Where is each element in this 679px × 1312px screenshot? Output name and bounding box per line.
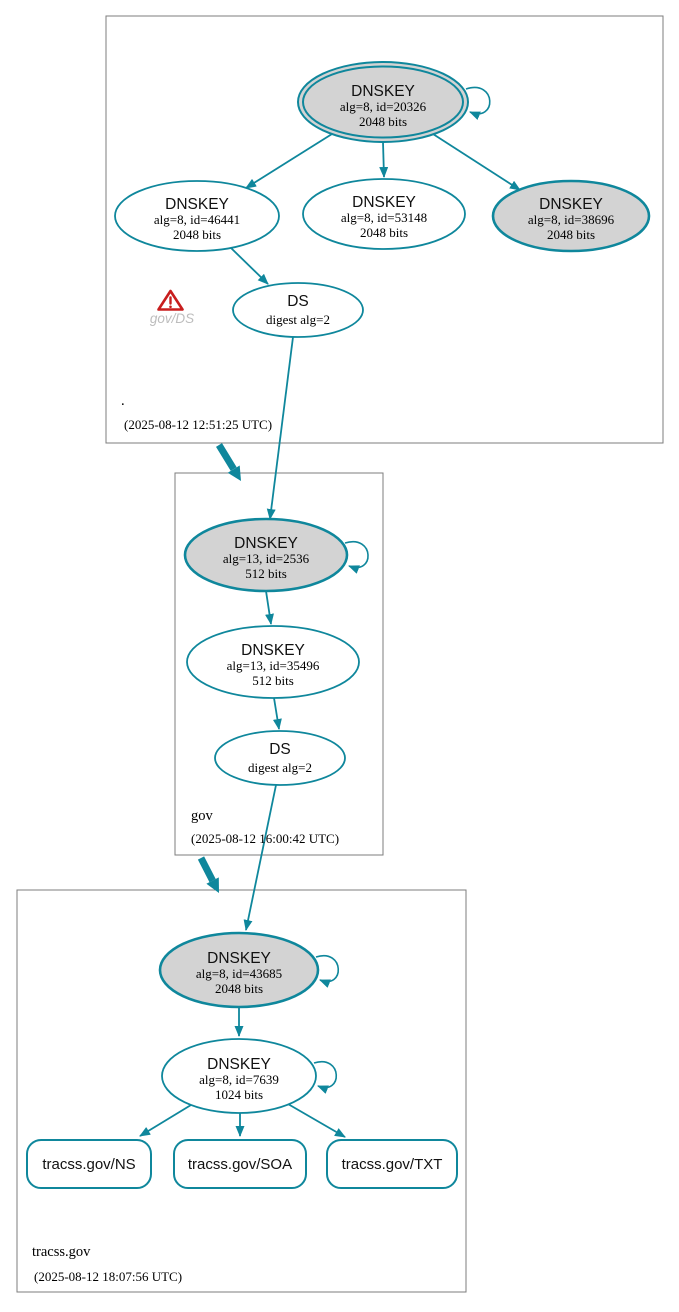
zone-box-tracss <box>16 889 467 1293</box>
node-title: DNSKEY <box>241 642 305 659</box>
node-title: DNSKEY <box>207 1056 271 1073</box>
edge-tracss-zsk-to-ns <box>139 1104 192 1137</box>
dnskey-node-root-ksk[interactable]: DNSKEY alg=8, id=20326 2048 bits <box>297 61 469 143</box>
edge-root-ksk-to-zsk2 <box>379 141 389 178</box>
node-alg: alg=8, id=20326 <box>340 99 427 114</box>
node-title: DNSKEY <box>351 83 415 100</box>
rrset-label: tracss.gov/SOA <box>188 1156 292 1173</box>
node-alg: alg=8, id=43685 <box>196 966 282 981</box>
node-alg: alg=13, id=2536 <box>223 551 310 566</box>
edge-root-ksk-to-zsk1 <box>245 133 333 189</box>
dnskey-ellipse <box>297 61 469 143</box>
node-alg: alg=8, id=46441 <box>154 212 240 227</box>
rrset-rect <box>326 1139 458 1189</box>
dnskey-ellipse <box>183 517 349 593</box>
warning-triangle-icon[interactable] <box>157 289 184 311</box>
dnskey-node-root-ksk2[interactable]: DNSKEY alg=8, id=38696 2048 bits <box>491 179 651 253</box>
node-bits: 2048 bits <box>359 114 407 129</box>
dnskey-node-root-zsk2[interactable]: DNSKEY alg=8, id=53148 2048 bits <box>302 178 466 250</box>
self-sign-loop-gov-ksk <box>344 540 369 574</box>
rrset-node-soa[interactable]: tracss.gov/SOA <box>173 1139 307 1189</box>
ds-ellipse <box>214 730 346 786</box>
dnskey-node-gov-zsk[interactable]: DNSKEY alg=13, id=35496 512 bits <box>186 625 360 699</box>
self-sign-loop-tracss-zsk <box>313 1060 338 1094</box>
ds-node-gov[interactable]: DS digest alg=2 <box>214 730 346 786</box>
self-sign-loop-tracss-ksk <box>315 954 340 988</box>
node-bits: 1024 bits <box>215 1087 263 1102</box>
warning-caption: gov/DS <box>150 311 194 326</box>
zone-name-root: . <box>121 393 125 409</box>
zone-timestamp-root: (2025-08-12 12:51:25 UTC) <box>124 417 272 432</box>
edge-root-zsk1-to-ds <box>230 247 269 285</box>
dnskey-node-root-zsk1[interactable]: DNSKEY alg=8, id=46441 2048 bits <box>114 180 280 252</box>
dnskey-ellipse <box>186 625 360 699</box>
rrset-label: tracss.gov/TXT <box>342 1156 443 1173</box>
edge-tracss-zsk-to-txt <box>287 1103 346 1138</box>
edge-gov-ds-to-tracss-ksk <box>243 784 277 931</box>
ds-node-root[interactable]: DS digest alg=2 <box>232 282 364 338</box>
delegation-arrow-gov-to-tracss <box>197 856 219 893</box>
rrset-node-ns[interactable]: tracss.gov/NS <box>26 1139 152 1189</box>
node-bits: 2048 bits <box>215 981 263 996</box>
node-bits: 512 bits <box>245 566 287 581</box>
self-sign-loop-root-ksk <box>465 86 491 120</box>
dnskey-node-tracss-zsk[interactable]: DNSKEY alg=8, id=7639 1024 bits <box>161 1038 317 1114</box>
zone-box-root <box>105 15 664 444</box>
edge-gov-zsk-to-ds <box>272 697 282 730</box>
dnskey-ellipse <box>114 180 280 252</box>
warning-dot <box>169 305 172 309</box>
delegation-arrow-root-to-gov <box>216 443 241 481</box>
node-bits: 2048 bits <box>173 227 221 242</box>
node-title: DNSKEY <box>207 950 271 967</box>
zone-timestamp-gov: (2025-08-12 16:00:42 UTC) <box>191 831 339 846</box>
rrset-node-txt[interactable]: tracss.gov/TXT <box>326 1139 458 1189</box>
node-title: DS <box>287 293 309 310</box>
rrset-rect <box>173 1139 307 1189</box>
dnskey-node-gov-ksk[interactable]: DNSKEY alg=13, id=2536 512 bits <box>183 517 349 593</box>
dnskey-ellipse <box>161 1038 317 1114</box>
node-title: DNSKEY <box>539 196 603 213</box>
node-alg: alg=8, id=38696 <box>528 212 615 227</box>
node-title: DS <box>269 741 291 758</box>
edge-root-ds-to-gov-ksk <box>266 336 294 520</box>
dnskey-node-tracss-ksk[interactable]: DNSKEY alg=8, id=43685 2048 bits <box>158 931 320 1009</box>
node-title: DNSKEY <box>234 535 298 552</box>
dnskey-ellipse-inner <box>302 65 464 139</box>
node-title: DNSKEY <box>352 194 416 211</box>
node-digest: digest alg=2 <box>266 312 330 327</box>
node-bits: 2048 bits <box>360 225 408 240</box>
zone-name-gov: gov <box>191 808 214 824</box>
edge-root-ksk-to-ksk2 <box>432 133 521 191</box>
dnskey-ellipse <box>491 179 651 253</box>
node-title: DNSKEY <box>165 196 229 213</box>
node-digest: digest alg=2 <box>248 760 312 775</box>
zone-box-gov <box>174 472 384 856</box>
ds-ellipse <box>232 282 364 338</box>
rrset-label: tracss.gov/NS <box>42 1156 135 1173</box>
zone-timestamp-tracss: (2025-08-12 18:07:56 UTC) <box>34 1269 182 1284</box>
edge-gov-ksk-to-zsk <box>265 590 274 625</box>
dnskey-ellipse <box>302 178 466 250</box>
node-alg: alg=8, id=7639 <box>199 1072 279 1087</box>
zone-name-tracss: tracss.gov <box>32 1244 91 1260</box>
node-alg: alg=13, id=35496 <box>227 658 320 673</box>
rrset-rect <box>26 1139 152 1189</box>
node-bits: 512 bits <box>252 673 294 688</box>
node-alg: alg=8, id=53148 <box>341 210 427 225</box>
node-bits: 2048 bits <box>547 227 595 242</box>
dnskey-ellipse <box>158 931 320 1009</box>
